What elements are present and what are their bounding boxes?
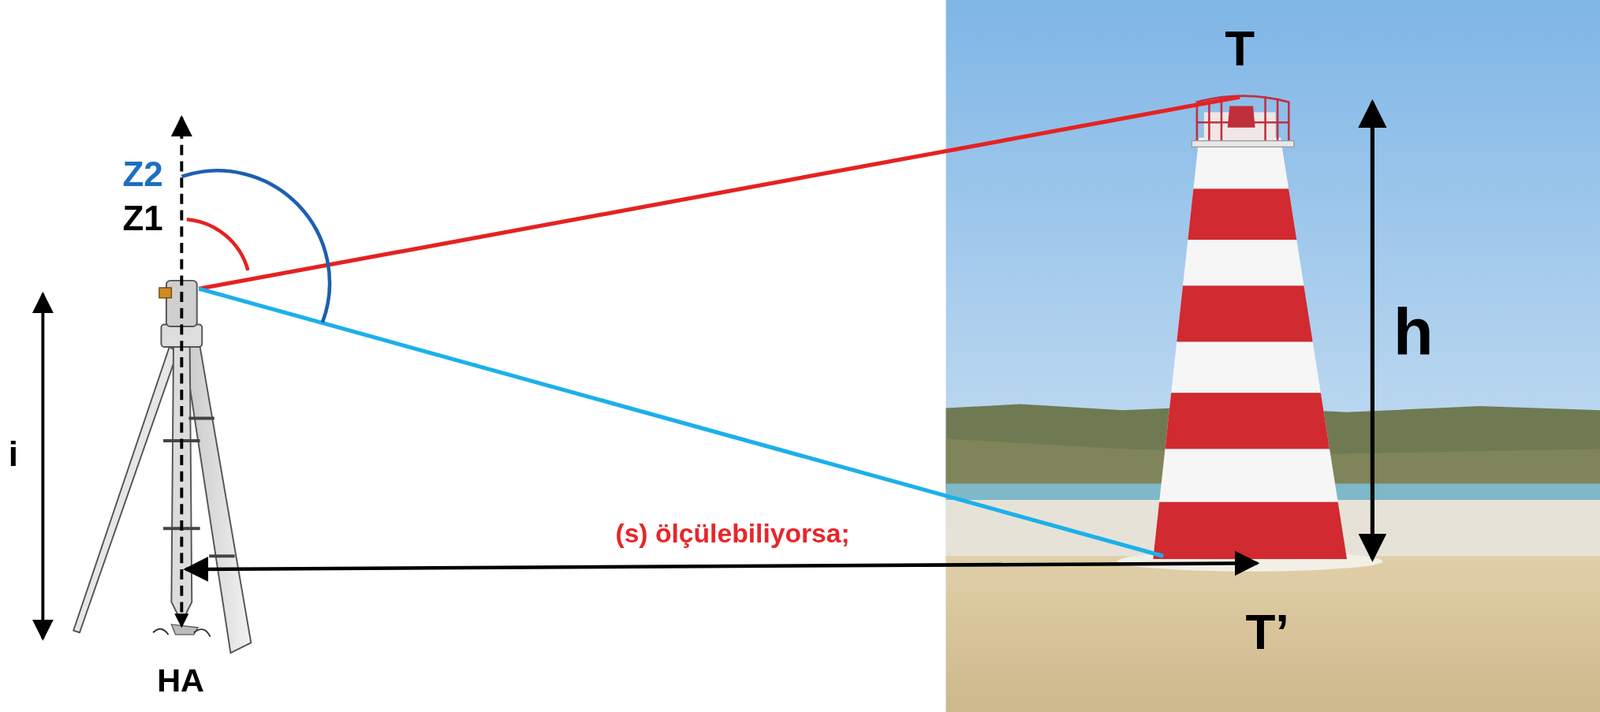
distance-arrow (186, 563, 1258, 570)
distance-note: (s) ölçülebiliyorsa; (615, 520, 850, 548)
height-arrow (1370, 101, 1375, 560)
height-label: h (1393, 299, 1434, 366)
zenith-arc-2 (181, 170, 330, 322)
station-label: HA (156, 663, 205, 697)
zenith-arc-1 (186, 219, 249, 271)
tripod-instrument (73, 280, 251, 653)
instrument-height-arrow (41, 294, 45, 639)
angle-label: Z1 (122, 201, 163, 236)
vertical-axis (179, 117, 183, 613)
sight-line-top (198, 96, 1240, 289)
lighthouse-photo (946, 0, 1600, 712)
point-label: T’ (1245, 607, 1290, 657)
sight-line-base (198, 288, 1164, 556)
angle-label: Z2 (122, 156, 163, 191)
height-label: i (8, 436, 19, 472)
point-label: T (1224, 24, 1255, 74)
plumb-arrow (180, 614, 183, 627)
